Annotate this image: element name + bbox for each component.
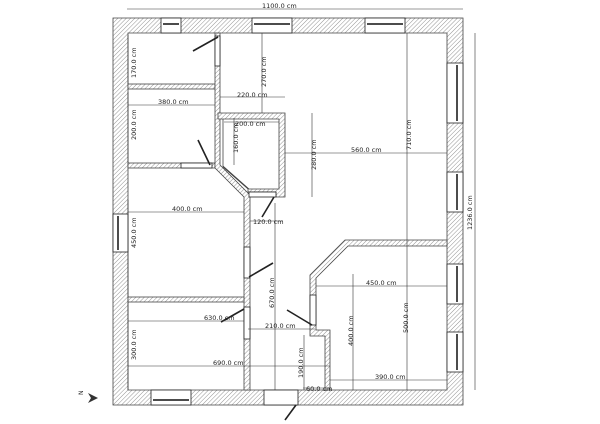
window-right-2 xyxy=(446,171,464,213)
interior-walls xyxy=(127,32,448,391)
dimension-lines xyxy=(127,8,476,390)
entrance-door xyxy=(263,389,299,406)
outer-walls xyxy=(112,17,464,406)
niche-width-label: 60.0 cm xyxy=(306,385,332,393)
window-right-3 xyxy=(446,263,464,305)
overall-height-label: 1236.0 cm xyxy=(466,195,474,230)
room5-width-label: 450.0 cm xyxy=(366,279,397,287)
corridor-length-label: 670.0 cm xyxy=(268,277,276,308)
room1-height-label: 170.0 cm xyxy=(130,47,138,78)
living-span-height-label: 280.0 cm xyxy=(310,139,318,170)
corridor-top-height-label: 270.0 cm xyxy=(260,56,268,87)
window-right-1 xyxy=(446,62,464,124)
room2-height-label: 200.0 cm xyxy=(130,109,138,140)
window-right-4 xyxy=(446,331,464,373)
window-top-1 xyxy=(160,17,182,34)
niche-height-label: 190.0 cm xyxy=(297,347,305,378)
lower-width-label: 690.0 cm xyxy=(213,359,244,367)
door-gap-label: 120.0 cm xyxy=(253,218,284,226)
room3-width-label: 400.0 cm xyxy=(172,205,203,213)
svg-text:N: N xyxy=(78,391,85,396)
window-left-1 xyxy=(112,213,129,253)
living-height-label: 710.0 cm xyxy=(405,119,413,150)
room4-width-label: 630.0 cm xyxy=(204,314,235,322)
room5-height-label: 400.0 cm xyxy=(347,315,355,346)
hall-width-label: 210.0 cm xyxy=(265,322,296,330)
doors xyxy=(180,35,317,421)
window-top-2 xyxy=(251,17,293,34)
windows xyxy=(112,17,464,406)
dimension-labels: 1100.0 cm 1236.0 cm 170.0 cm 270.0 cm 38… xyxy=(130,2,474,393)
window-top-3 xyxy=(364,17,406,34)
living-width-label: 560.0 cm xyxy=(351,146,382,154)
bath-height-label: 160.0 cm xyxy=(232,122,240,153)
compass-icon: N xyxy=(78,391,98,403)
window-bottom-1 xyxy=(150,389,192,406)
room3-height-label: 450.0 cm xyxy=(130,217,138,248)
room5-bottom-width-label: 390.0 cm xyxy=(375,373,406,381)
room4-height-label: 300.0 cm xyxy=(130,329,138,360)
bath-width-label: 200.0 cm xyxy=(235,120,266,128)
corridor-width-label: 220.0 cm xyxy=(237,91,268,99)
room2-width-label: 380.0 cm xyxy=(158,98,189,106)
overall-width-label: 1100.0 cm xyxy=(262,2,297,10)
right-height-label: 500.0 cm xyxy=(402,302,410,333)
